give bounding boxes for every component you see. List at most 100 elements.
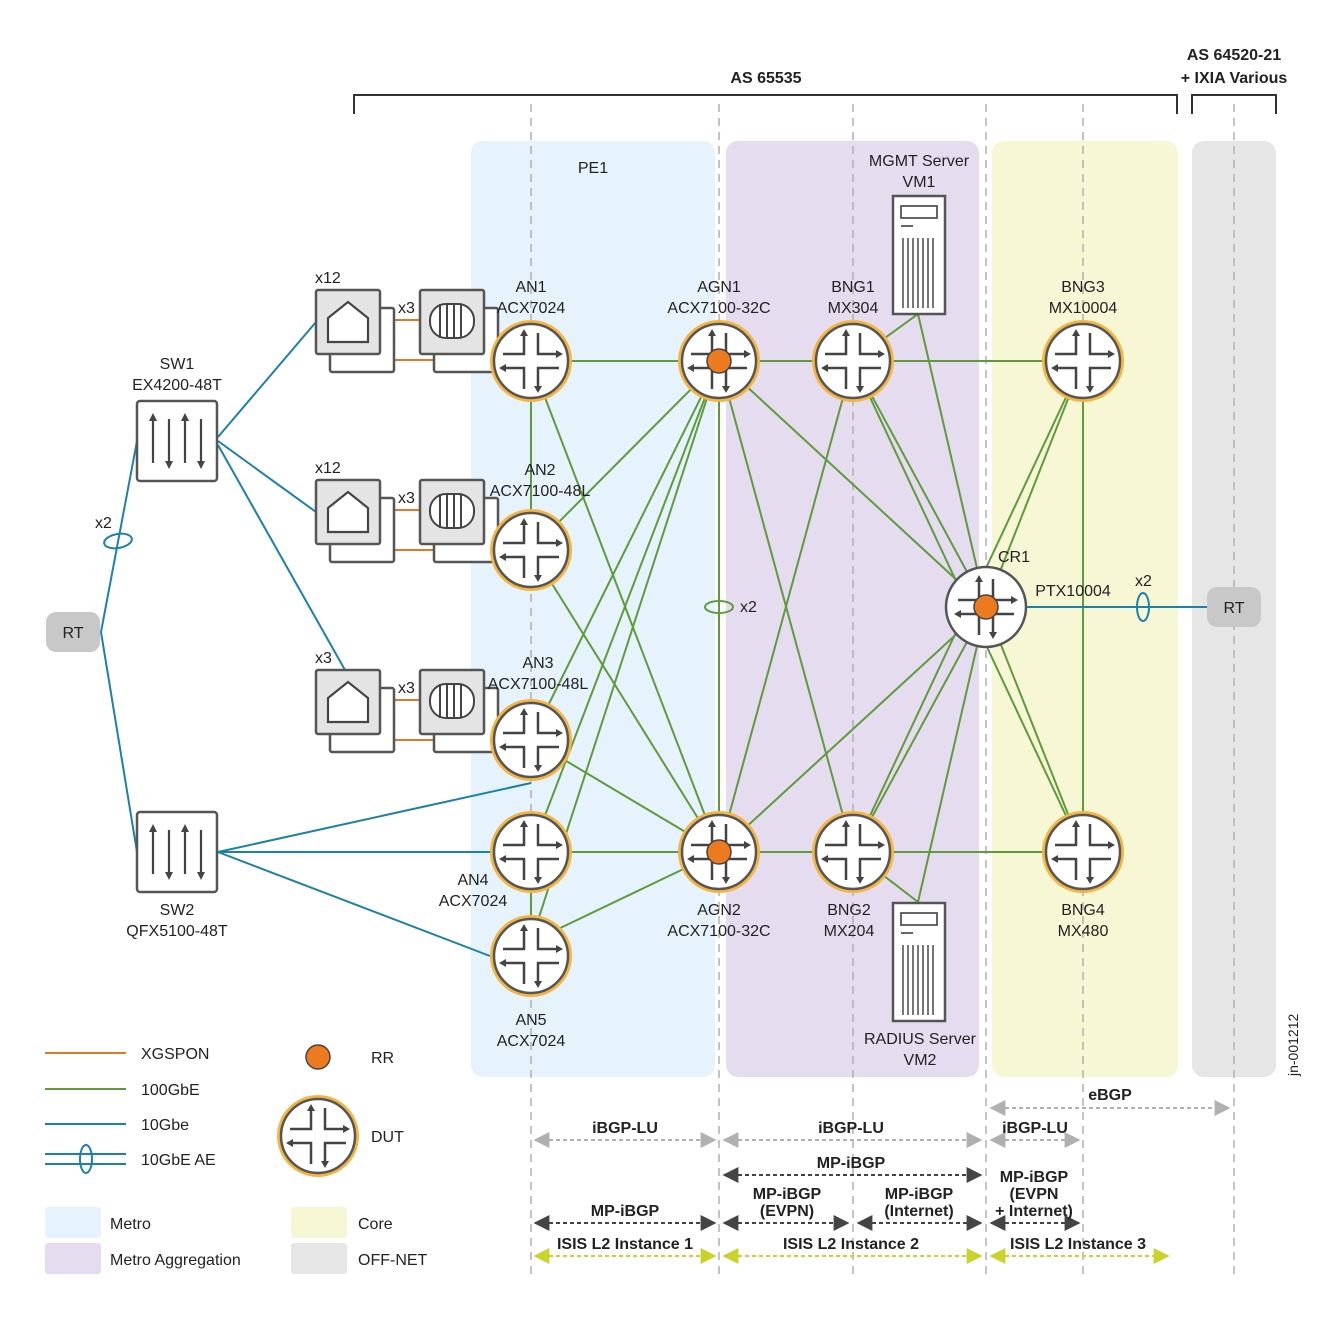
bng4-model: MX480 [1058,923,1109,940]
an2-model: ACX7100-48L [490,483,591,500]
bng3-model: MX10004 [1049,300,1118,317]
bng4-name: BNG4 [1061,902,1105,919]
subscriber-group-3 [314,668,396,754]
ptx-model: PTX10004 [1035,583,1111,600]
an5-router[interactable] [488,913,574,999]
as-offnet-label-2: + IXIA Various [1181,70,1288,87]
subscriber-group-2 [314,478,396,564]
subscriber-count-3: x3 [315,650,332,667]
isis-instance-2-label: ISIS L2 Instance 2 [783,1236,919,1253]
mgmt-server-vm: VM1 [903,174,936,191]
mp-ibgp-evpn-label-1: MP-iBGP [753,1186,822,1203]
svg-text:100GbE: 100GbE [141,1082,200,1099]
as-offnet-label-1: AS 64520-21 [1187,47,1281,64]
svg-text:10Gbe: 10Gbe [141,1117,189,1134]
agn2-router[interactable] [678,811,760,893]
svg-text:10GbE AE: 10GbE AE [141,1152,216,1169]
cr1-router[interactable] [944,565,1028,649]
links-10gbe [100,321,1208,957]
an2-name: AN2 [524,462,555,479]
sw2-name: SW2 [160,902,195,919]
legend: XGSPON 100GbE 10Gbe 10GbE AE RR DUT Metr… [45,1044,428,1274]
bng2-router[interactable] [810,809,896,895]
mp-ibgp-evpn-label-2: (EVPN) [760,1203,814,1220]
olt-count-3: x3 [398,680,415,697]
an2-router[interactable] [488,507,574,593]
agn1-router[interactable] [678,320,760,402]
isis-instance-1-label: ISIS L2 Instance 1 [557,1236,693,1253]
radius-server-vm: VM2 [904,1052,937,1069]
subscriber-count-1: x12 [315,270,341,287]
an3-model: ACX7100-48L [488,676,589,693]
bng4-router[interactable] [1040,809,1126,895]
bng3-router[interactable] [1040,318,1126,404]
svg-text:XGSPON: XGSPON [141,1046,209,1063]
ibgp-lu-label-2: iBGP-LU [818,1120,884,1137]
svg-text:RT: RT [1223,600,1244,617]
an3-router[interactable] [488,697,574,783]
protocol-arrows [533,1100,1231,1264]
mp-ibgp-evpn-internet-label-3: + Internet) [995,1203,1073,1220]
agn2-name: AGN2 [697,902,741,919]
mp-ibgp-label-agg: MP-iBGP [817,1155,886,1172]
agn1-name: AGN1 [697,279,741,296]
ibgp-lu-label-3: iBGP-LU [1002,1120,1068,1137]
radius-server-name: RADIUS Server [864,1031,977,1048]
cr1-rt-ae-count: x2 [1135,573,1152,590]
sw1-model: EX4200-48T [132,377,222,394]
bng1-router[interactable] [810,318,896,404]
ibgp-lu-label-1: iBGP-LU [592,1120,658,1137]
subscriber-group-1 [314,288,396,374]
sw2-model: QFX5100-48T [126,923,228,940]
olt-count-2: x3 [398,490,415,507]
sw1-name: SW1 [160,356,195,373]
agn-lag-count: x2 [740,599,757,616]
svg-text:RR: RR [371,1050,394,1067]
mgmt-server[interactable] [891,194,947,316]
bng1-model: MX304 [828,300,879,317]
an4-model: ACX7024 [439,893,508,910]
svg-text:DUT: DUT [371,1129,404,1146]
cr1-name: CR1 [998,549,1030,566]
mgmt-server-name: MGMT Server [869,153,970,170]
rt-node-left[interactable]: RT [46,612,100,652]
olt-count-1: x3 [398,300,415,317]
as-brackets [353,94,1277,114]
bng2-name: BNG2 [827,902,871,919]
bng3-name: BNG3 [1061,279,1105,296]
svg-text:Metro: Metro [110,1216,151,1233]
radius-server[interactable] [891,901,947,1023]
ebgp-label: eBGP [1088,1087,1132,1104]
as-main-label: AS 65535 [730,70,801,87]
svg-text:Metro Aggregation: Metro Aggregation [110,1252,241,1269]
agn-lag-ring [704,600,734,614]
bng1-name: BNG1 [831,279,875,296]
bng2-model: MX204 [824,923,875,940]
document-id: jn-001212 [1285,1014,1301,1077]
mp-ibgp-internet-label-1: MP-iBGP [885,1186,954,1203]
an4-router[interactable] [488,809,574,895]
agn2-model: ACX7100-32C [667,923,770,940]
mp-ibgp-evpn-internet-label-2: (EVPN [1010,1186,1059,1203]
cr1-rt-ae-ring [1136,592,1150,622]
rt-sw1-ae-count: x2 [95,515,112,532]
zone-core [992,141,1178,1077]
svg-text:OFF-NET: OFF-NET [358,1252,428,1269]
mp-ibgp-label-metro: MP-iBGP [591,1203,660,1220]
sw2-switch[interactable] [135,810,219,894]
svg-text:Core: Core [358,1216,393,1233]
an1-name: AN1 [515,279,546,296]
isis-instance-3-label: ISIS L2 Instance 3 [1010,1236,1146,1253]
rt-sw1-ae-ring [103,532,133,550]
mp-ibgp-internet-label-2: (Internet) [884,1203,953,1220]
rt-node-right[interactable]: RT [1207,587,1261,627]
an5-name: AN5 [515,1012,546,1029]
an1-router[interactable] [488,318,574,404]
sw1-switch[interactable] [135,399,219,483]
svg-text:RT: RT [62,625,83,642]
an5-model: ACX7024 [497,1033,566,1050]
an3-name: AN3 [522,655,553,672]
an1-model: ACX7024 [497,300,566,317]
pe1-label: PE1 [578,160,608,177]
